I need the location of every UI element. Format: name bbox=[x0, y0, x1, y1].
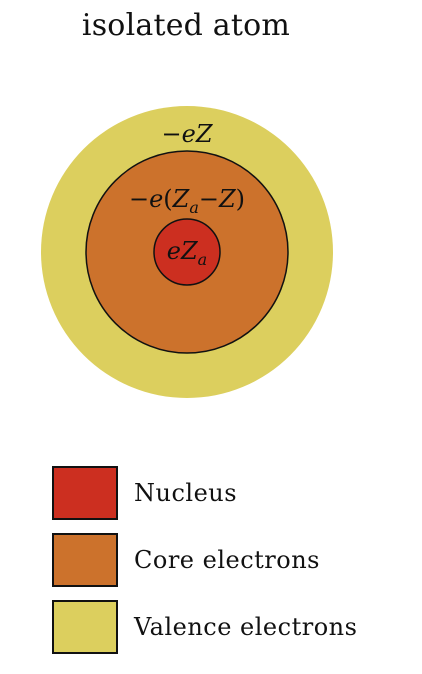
atom-diagram: −eZ −e(Za−Z) eZa bbox=[41, 106, 333, 398]
legend-swatch-nucleus bbox=[52, 466, 118, 520]
core-charge-label: −e(Za−Z) bbox=[129, 185, 245, 217]
legend-item-core-electrons: Core electrons bbox=[52, 532, 320, 588]
valence-charge-label: −eZ bbox=[162, 120, 214, 148]
legend-label-core-electrons: Core electrons bbox=[134, 546, 320, 574]
nucleus-charge-label: eZa bbox=[167, 237, 207, 269]
legend-label-nucleus: Nucleus bbox=[134, 479, 238, 507]
legend-swatch-valence-electrons bbox=[52, 600, 118, 654]
legend-item-valence-electrons: Valence electrons bbox=[52, 599, 357, 655]
diagram-title: isolated atom bbox=[81, 8, 291, 43]
legend-label-valence-electrons: Valence electrons bbox=[134, 613, 358, 641]
legend-swatch-core-electrons bbox=[52, 533, 118, 587]
nucleus bbox=[153, 218, 221, 286]
legend-item-nucleus: Nucleus bbox=[52, 465, 237, 521]
